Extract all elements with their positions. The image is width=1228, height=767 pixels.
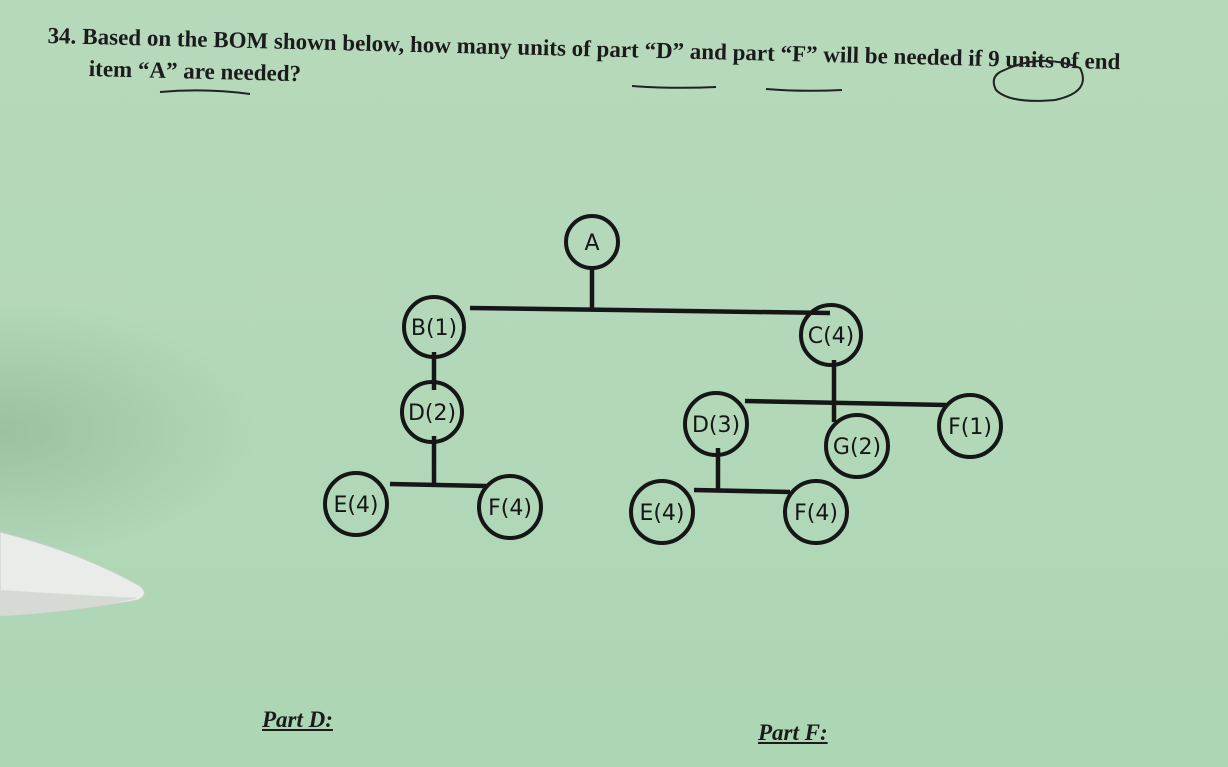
- bom-node-d-under-c: D(3): [683, 391, 749, 457]
- underline-item-a: [159, 89, 251, 95]
- edge-d2-bar: [389, 481, 487, 489]
- underline-part-d: [631, 85, 717, 89]
- bom-node-f-under-c: F(1): [937, 393, 1003, 459]
- bom-node-label: B(1): [411, 316, 457, 341]
- bom-node-d-under-b: D(2): [400, 380, 464, 444]
- edge-d3-bar: [693, 487, 791, 495]
- bom-node-label: D(3): [692, 413, 740, 438]
- edge-c-bar: [744, 398, 947, 408]
- bom-node-f-under-d2: F(4): [477, 474, 543, 540]
- bom-node-label: D(2): [408, 401, 456, 426]
- bom-node-label: F(1): [948, 415, 992, 440]
- bom-node-e-under-d3: E(4): [629, 479, 695, 545]
- bom-node-label: F(4): [488, 496, 532, 521]
- part-d-answer-label: Part D:: [262, 707, 333, 732]
- bom-node-label: C(4): [808, 324, 855, 349]
- bom-node-b: B(1): [402, 295, 466, 359]
- bom-node-c: C(4): [799, 303, 863, 367]
- bom-node-label: G(2): [833, 435, 881, 460]
- underline-part-f: [765, 88, 843, 92]
- bom-node-a: A: [564, 214, 620, 270]
- part-f-answer-label: Part F:: [758, 720, 828, 745]
- pen-icon: [0, 531, 145, 617]
- bom-node-label: A: [584, 231, 599, 256]
- circle-9-units: [992, 59, 1084, 102]
- edge-level1-bar: [469, 305, 831, 316]
- bom-node-f-under-d3: F(4): [783, 479, 849, 545]
- bom-node-label: F(4): [794, 501, 838, 526]
- bom-node-g: G(2): [824, 413, 890, 479]
- bom-node-e-under-d2: E(4): [323, 471, 389, 537]
- bom-node-label: E(4): [333, 493, 378, 518]
- bom-node-label: E(4): [639, 501, 684, 526]
